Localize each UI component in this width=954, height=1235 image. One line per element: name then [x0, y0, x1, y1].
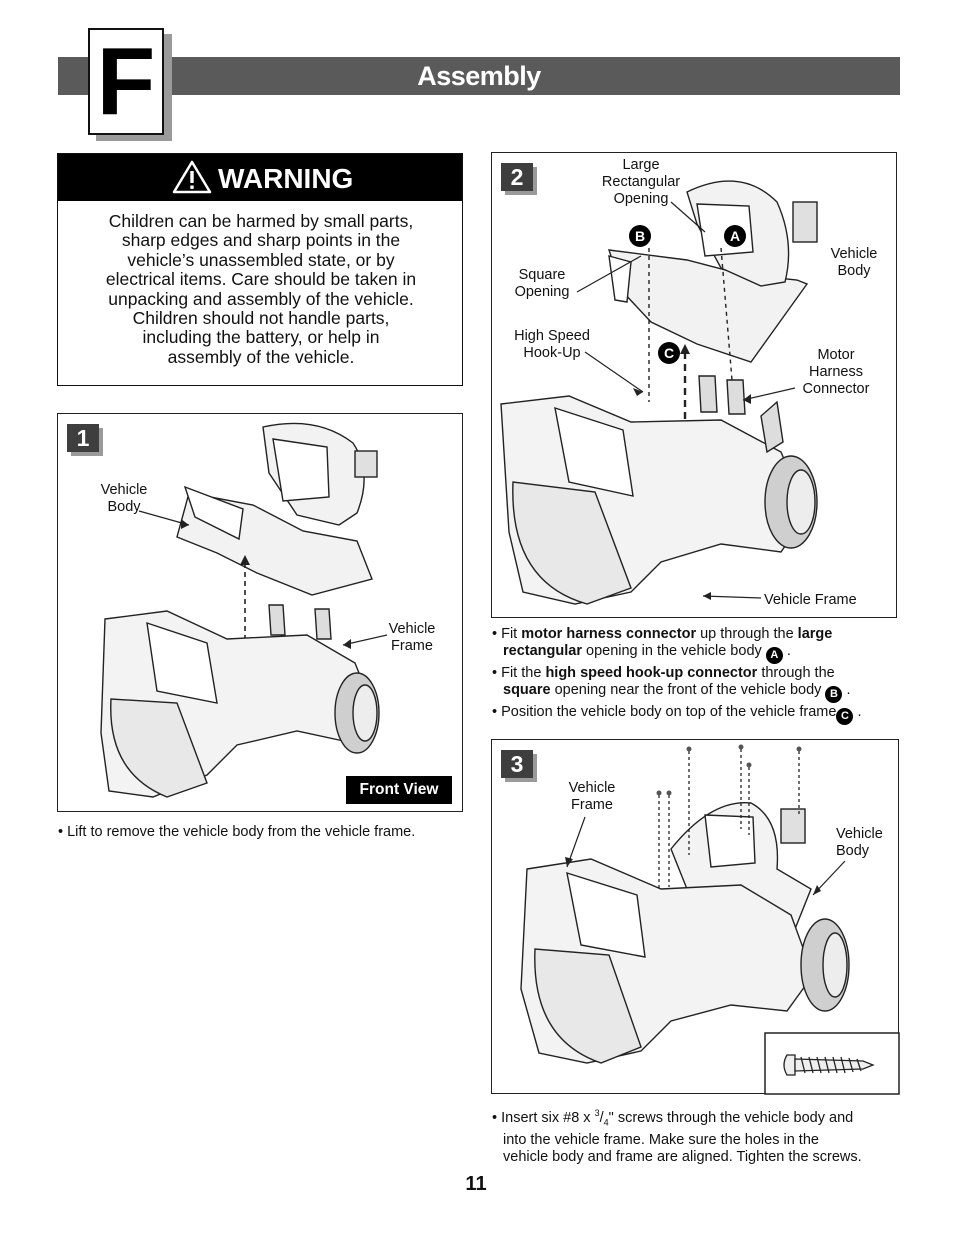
warning-title: WARNING: [218, 163, 354, 194]
screw-guides: [658, 749, 800, 889]
note-line: vehicle body and frame are aligned. Tigh…: [503, 1148, 862, 1165]
label-line: Motor: [817, 347, 855, 363]
section-letter: F: [96, 28, 156, 135]
label-line: Vehicle: [388, 621, 436, 637]
label-line: High Speed: [514, 328, 590, 344]
note-line: into the vehicle frame. Make sure the ho…: [503, 1131, 819, 1148]
vehicle-body-drawing: [607, 180, 818, 363]
warning-header: [58, 154, 462, 201]
page-number: 11: [465, 1173, 487, 1195]
label-line: Frame: [571, 797, 613, 813]
step1-label-vehicle-body: Vehicle Body: [92, 482, 156, 516]
label-line: Vehicle: [100, 482, 148, 498]
note-line: • Fit the high speed hook-up connector t…: [492, 665, 835, 681]
label-line: Harness: [809, 364, 863, 380]
step3-note: • Insert six #8 x 3/4" screws through th…: [492, 1105, 902, 1166]
label-line: Body: [836, 843, 870, 859]
warning-text: Children can be harmed by small parts, s…: [80, 211, 442, 367]
step2-label-motor-harness-connector: Motor Harness Connector: [794, 347, 878, 398]
screw-icons: [656, 744, 802, 796]
step1-note: • Lift to remove the vehicle body from t…: [58, 824, 416, 840]
vehicle-frame-drawing: [500, 375, 818, 605]
svg-text:B: B: [635, 228, 645, 244]
screw-detail-icon: [783, 1054, 875, 1076]
step3-label-vehicle-body: Vehicle Body: [836, 826, 896, 860]
label-line: Square: [518, 267, 566, 283]
step2-label-large-rectangular-opening: Large Rectangular Opening: [594, 157, 688, 208]
warning-line: including the battery, or help in: [142, 327, 380, 348]
callout-badge-b: B: [825, 686, 843, 703]
label-line: Large: [622, 157, 660, 173]
section-box: [88, 28, 164, 135]
callout-badge-b: B: [629, 225, 651, 247]
label-line: Body: [107, 499, 141, 515]
callout-badge-a: A: [724, 225, 746, 247]
warning-line: electrical items. Care should be taken i…: [105, 269, 417, 290]
step3-label-vehicle-frame: Vehicle Frame: [560, 780, 624, 814]
note-line: square opening near the front of the veh…: [492, 682, 892, 703]
note-line: rectangular opening in the vehicle body …: [492, 643, 892, 664]
front-view-label: Front View: [346, 776, 452, 804]
step1-label-vehicle-frame: Vehicle Frame: [380, 621, 444, 655]
step2-label-vehicle-frame: Vehicle Frame: [764, 592, 857, 608]
page-title: Assembly: [417, 61, 541, 91]
step1-illustration: [100, 422, 388, 798]
note-line: • Insert six #8 x 3/4" screws through th…: [492, 1108, 854, 1128]
step2-number: 2: [501, 163, 533, 191]
vehicle-body-drawing: [176, 422, 378, 596]
label-line: Vehicle: [836, 826, 883, 842]
step2-label-vehicle-body: Vehicle Body: [822, 246, 886, 280]
warning-line: unpacking and assembly of the vehicle.: [108, 288, 414, 309]
step2-note-b: • Fit the high speed hook-up connector t…: [492, 665, 892, 703]
vehicle-assembled-drawing: [520, 802, 850, 1064]
warning-line: Children should not handle parts,: [132, 308, 390, 329]
label-line: Vehicle: [830, 246, 878, 262]
vehicle-frame-drawing: [100, 604, 380, 798]
warning-triangle-icon: [172, 160, 212, 194]
step2-illustration: B A C: [500, 180, 818, 605]
step1-number: 1: [67, 424, 99, 452]
label-line: Rectangular: [601, 174, 681, 190]
svg-text:C: C: [664, 345, 674, 361]
step2-label-high-speed-hook-up: High Speed Hook-Up: [504, 328, 600, 362]
header-bar: [58, 57, 900, 95]
callout-badge-c: C: [658, 342, 680, 364]
warning-line: vehicle’s unassembled state, or by: [127, 249, 395, 270]
step2-note-a: • Fit motor harness connector up through…: [492, 626, 892, 664]
note-line: • Fit motor harness connector up through…: [492, 626, 833, 642]
label-line: Vehicle: [568, 780, 616, 796]
warning-line: sharp edges and sharp points in the: [121, 230, 401, 251]
label-line: Opening: [613, 191, 669, 207]
label-line: Opening: [514, 284, 570, 300]
step3-number: 3: [501, 750, 533, 778]
label-line: Body: [837, 263, 871, 279]
step2-label-square-opening: Square Opening: [506, 267, 578, 301]
label-line: Hook-Up: [523, 345, 581, 361]
label-line: Frame: [391, 638, 433, 654]
warning-line: Children can be harmed by small parts,: [108, 211, 414, 231]
warning-line: assembly of the vehicle.: [167, 346, 355, 367]
label-line: Connector: [802, 381, 870, 397]
step2-note-c: • Position the vehicle body on top of th…: [492, 704, 902, 725]
warning-box: [57, 153, 463, 386]
step3-illustration: [520, 744, 900, 1095]
callout-badge-a: A: [765, 647, 783, 664]
svg-text:A: A: [730, 228, 740, 244]
callout-badge-c: C: [836, 708, 854, 725]
